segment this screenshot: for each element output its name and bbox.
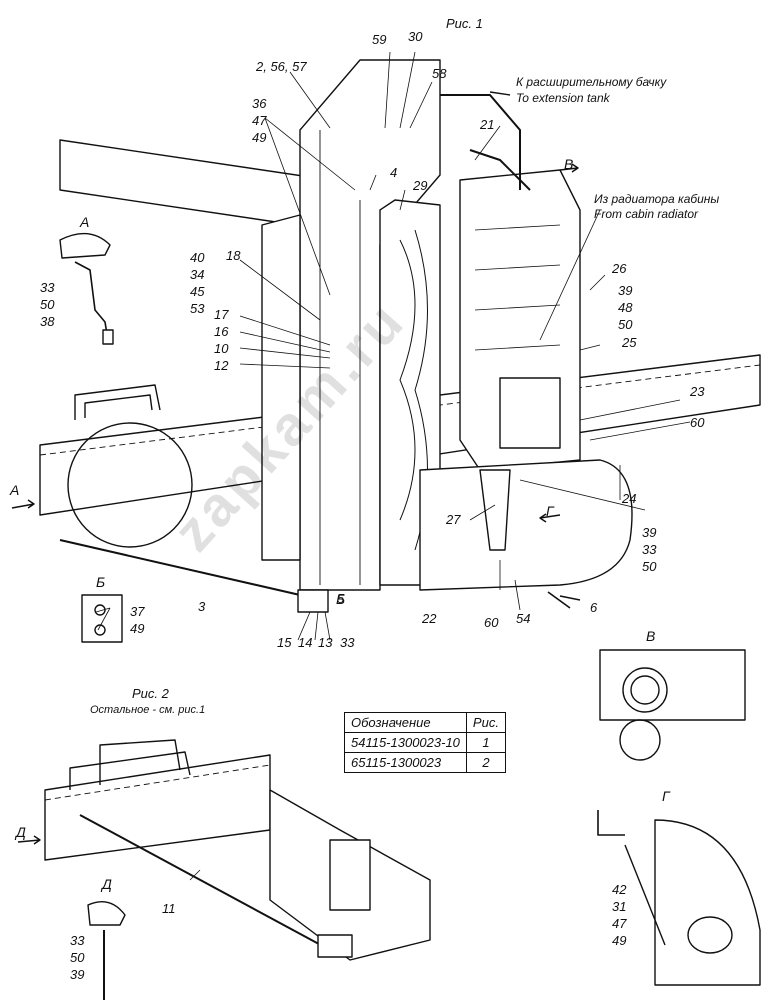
view-g-detail (654, 819, 761, 986)
view-d-detail (87, 901, 126, 926)
fig2-frame-rail (44, 754, 271, 861)
view-b-mark: Б (336, 591, 346, 607)
figure2-caption: Рис. 2 (132, 686, 169, 701)
label-23: 23 (690, 384, 705, 399)
label-13: 13 (318, 635, 333, 650)
label-14: 14 (298, 635, 313, 650)
view-a-arrow-label: А (10, 482, 20, 498)
table-cell: 54115-1300023-10 (344, 732, 467, 753)
table-cell: 65115-1300023 (344, 752, 467, 773)
lower-shroud (419, 459, 633, 591)
fig2-tube-11 (79, 814, 331, 951)
designation-table: Обозначение Рис. 54115-1300023-10 1 6511… (344, 712, 506, 773)
view-d-title: Д (102, 876, 112, 892)
figure1-caption: Рис. 1 (446, 16, 483, 31)
label-6: 6 (590, 600, 598, 615)
label-58: 58 (432, 66, 447, 81)
label-4: 4 (390, 165, 398, 180)
label-33-bottom: 33 (340, 635, 355, 650)
to-tank-ru: К расширительному бачку (516, 75, 667, 89)
label-11: 11 (162, 901, 176, 916)
view-b-detail (81, 594, 123, 643)
label-30: 30 (408, 29, 423, 44)
view-v-detail (599, 649, 746, 721)
view-g-arrow-label: Г (546, 503, 554, 519)
label-27: 27 (446, 512, 461, 527)
table-cell: 1 (465, 732, 506, 753)
label-25: 25 (622, 335, 637, 350)
wheel-outline (67, 422, 193, 548)
label-2-56-57: 2, 56, 57 (256, 59, 307, 74)
table-row: 54115-1300023-10 1 (344, 732, 506, 753)
table-row: 65115-1300023 2 (344, 752, 506, 773)
view-b-title: Б (96, 574, 106, 590)
table-cell: 2 (465, 752, 506, 773)
table-header: Рис. (465, 712, 506, 733)
label-60-top: 60 (690, 415, 705, 430)
label-54: 54 (516, 611, 531, 626)
label-22: 22 (422, 611, 437, 626)
label-26: 26 (612, 261, 627, 276)
view-a-title: А (80, 214, 90, 230)
hose-21 (440, 94, 521, 190)
label-5: 5 (337, 591, 345, 606)
figure2-note: Остальное - см. рис.1 (90, 704, 206, 716)
label-59: 59 (372, 32, 387, 47)
from-cab-en: From cabin radiator (594, 207, 699, 221)
label-29: 29 (413, 178, 428, 193)
table-header-row: Обозначение Рис. (344, 712, 506, 733)
label-60-bottom: 60 (484, 615, 499, 630)
from-cab-ru: Из радиатора кабины (594, 192, 720, 206)
label-18: 18 (226, 248, 241, 263)
table-header: Обозначение (344, 712, 467, 733)
label-21: 21 (480, 117, 495, 132)
view-v-arrow-label: В (564, 156, 574, 172)
label-3: 3 (198, 599, 206, 614)
view-d-arrow-label: Д (16, 824, 26, 840)
view-a-detail (59, 232, 111, 259)
view-v-title: В (646, 628, 656, 644)
to-tank-en: To extension tank (516, 91, 610, 105)
drain-tube-3 (59, 539, 301, 596)
label-24: 24 (622, 491, 637, 506)
view-g-title: Г (662, 788, 670, 804)
label-15: 15 (277, 635, 292, 650)
